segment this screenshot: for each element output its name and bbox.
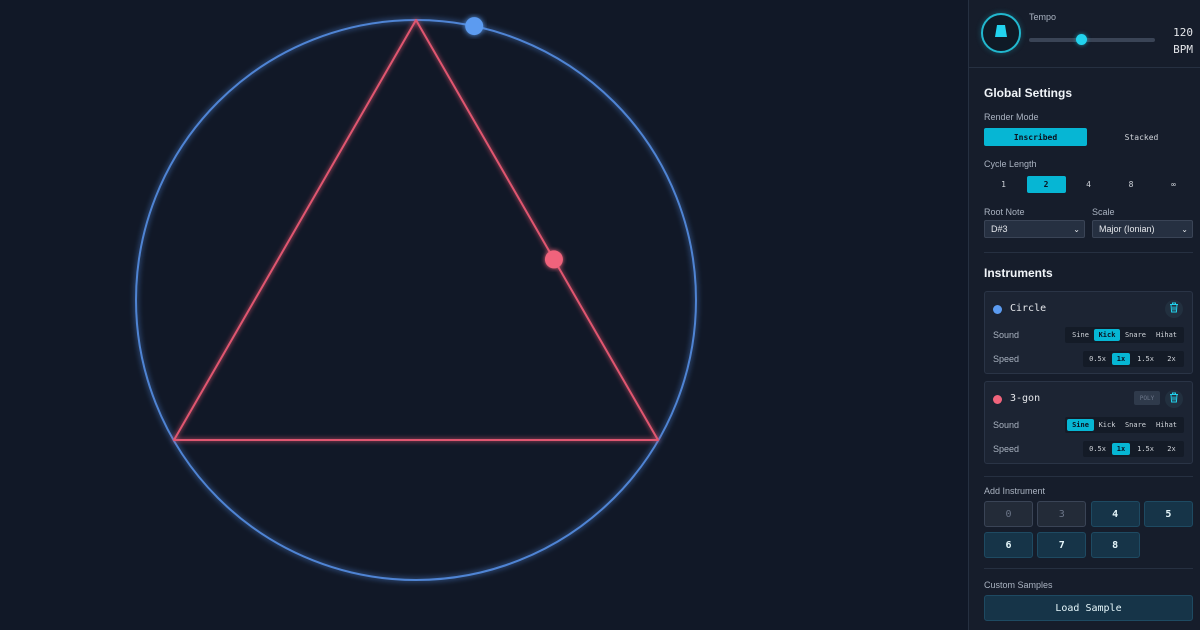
cycle-length-selector: 1 2 4 8 ∞: [984, 176, 1193, 193]
add-5-gon-button[interactable]: 5: [1143, 501, 1193, 527]
visualizer-canvas[interactable]: [0, 0, 968, 630]
play-button[interactable]: [981, 13, 1021, 53]
speed-selector: 0.5x 1x 1.5x 2x: [1083, 441, 1184, 457]
speed-label: Speed: [993, 444, 1020, 454]
global-settings-title: Global Settings: [984, 86, 1073, 100]
sound-selector: Sine Kick Snare Hihat: [1065, 327, 1184, 343]
instrument-name: Circle: [1010, 303, 1047, 314]
drum-icon: [993, 24, 1009, 43]
cycle-length-option[interactable]: 1: [1001, 180, 1006, 189]
scale-select[interactable]: Major (Ionian) ⌄: [1092, 220, 1193, 238]
bpm-readout: 120 BPM: [1173, 24, 1193, 58]
add-0-gon-button: 0: [984, 501, 1033, 527]
sound-option-kick[interactable]: Kick: [1094, 329, 1120, 341]
cycle-length-option[interactable]: 4: [1086, 180, 1091, 189]
chevron-down-icon: ⌄: [1073, 225, 1080, 234]
add-instrument-label: Add Instrument: [984, 486, 1046, 496]
cycle-length-option[interactable]: 2: [1026, 176, 1066, 193]
speed-option[interactable]: 2x: [1167, 445, 1176, 453]
trash-icon: [1169, 300, 1179, 318]
speed-option[interactable]: 1x: [1112, 443, 1130, 455]
triangle-playhead-marker: [544, 250, 563, 269]
scale-label: Scale: [1092, 207, 1115, 217]
speed-option[interactable]: 2x: [1167, 355, 1176, 363]
add-8-gon-button[interactable]: 8: [1090, 532, 1140, 558]
circle-playhead-marker: [465, 17, 484, 36]
cycle-length-label: Cycle Length: [984, 159, 1037, 169]
speed-selector: 0.5x 1x 1.5x 2x: [1083, 351, 1184, 367]
instruments-title: Instruments: [984, 266, 1053, 280]
instrument-color-dot: [993, 395, 1002, 404]
tempo-label: Tempo: [1029, 12, 1057, 22]
render-mode-label: Render Mode: [984, 112, 1039, 122]
root-note-value: D#3: [991, 224, 1008, 234]
tempo-slider-thumb[interactable]: [1075, 34, 1087, 45]
divider: [984, 252, 1193, 253]
sound-option-sine[interactable]: Sine: [1067, 419, 1094, 431]
sound-label: Sound: [993, 330, 1020, 340]
scale-value: Major (Ionian): [1099, 224, 1155, 234]
triangle-shape: [173, 19, 659, 441]
tempo-slider[interactable]: [1029, 34, 1155, 45]
speed-label: Speed: [993, 354, 1020, 364]
speed-option[interactable]: 0.5x: [1089, 445, 1106, 453]
sound-option-sine[interactable]: Sine: [1072, 331, 1089, 339]
control-panel: Tempo 120 BPM Global Settings Render Mod…: [968, 0, 1200, 630]
bpm-unit: BPM: [1173, 43, 1193, 56]
poly-toggle-button[interactable]: POLY: [1134, 391, 1160, 405]
circle-shape: [135, 19, 697, 581]
sound-option-snare[interactable]: Snare: [1124, 331, 1147, 339]
cycle-length-option[interactable]: ∞: [1171, 180, 1176, 189]
sound-option-hihat[interactable]: Hihat: [1155, 421, 1178, 429]
add-6-gon-button[interactable]: 6: [984, 532, 1033, 558]
trash-icon: [1169, 390, 1179, 408]
speed-option[interactable]: 1x: [1112, 353, 1130, 365]
bpm-value: 120: [1173, 26, 1193, 39]
add-7-gon-button[interactable]: 7: [1037, 532, 1087, 558]
render-mode-toggle: Inscribed Stacked: [984, 128, 1193, 146]
delete-instrument-button[interactable]: [1165, 390, 1183, 408]
sound-option-hihat[interactable]: Hihat: [1155, 331, 1178, 339]
instrument-color-dot: [993, 305, 1002, 314]
divider: [984, 568, 1193, 569]
divider: [984, 476, 1193, 477]
delete-instrument-button[interactable]: [1165, 300, 1183, 318]
sound-label: Sound: [993, 420, 1020, 430]
speed-option[interactable]: 1.5x: [1137, 355, 1154, 363]
root-note-select[interactable]: D#3 ⌄: [984, 220, 1085, 238]
load-sample-button[interactable]: Load Sample: [984, 595, 1193, 621]
add-4-gon-button[interactable]: 4: [1090, 501, 1140, 527]
add-3-gon-button: 3: [1037, 501, 1087, 527]
chevron-down-icon: ⌄: [1181, 225, 1188, 234]
speed-option[interactable]: 0.5x: [1089, 355, 1106, 363]
tempo-section: Tempo 120 BPM: [969, 0, 1200, 68]
sound-option-snare[interactable]: Snare: [1124, 421, 1147, 429]
instrument-name: 3-gon: [1010, 393, 1041, 404]
root-note-label: Root Note: [984, 207, 1025, 217]
render-mode-stacked-button[interactable]: Stacked: [1124, 132, 1159, 142]
custom-samples-label: Custom Samples: [984, 580, 1053, 590]
cycle-length-option[interactable]: 8: [1128, 180, 1134, 189]
render-mode-inscribed-button[interactable]: Inscribed: [984, 128, 1087, 146]
speed-option[interactable]: 1.5x: [1137, 445, 1154, 453]
sound-option-kick[interactable]: Kick: [1098, 421, 1116, 429]
sound-selector: Sine Kick Snare Hihat: [1065, 417, 1184, 433]
